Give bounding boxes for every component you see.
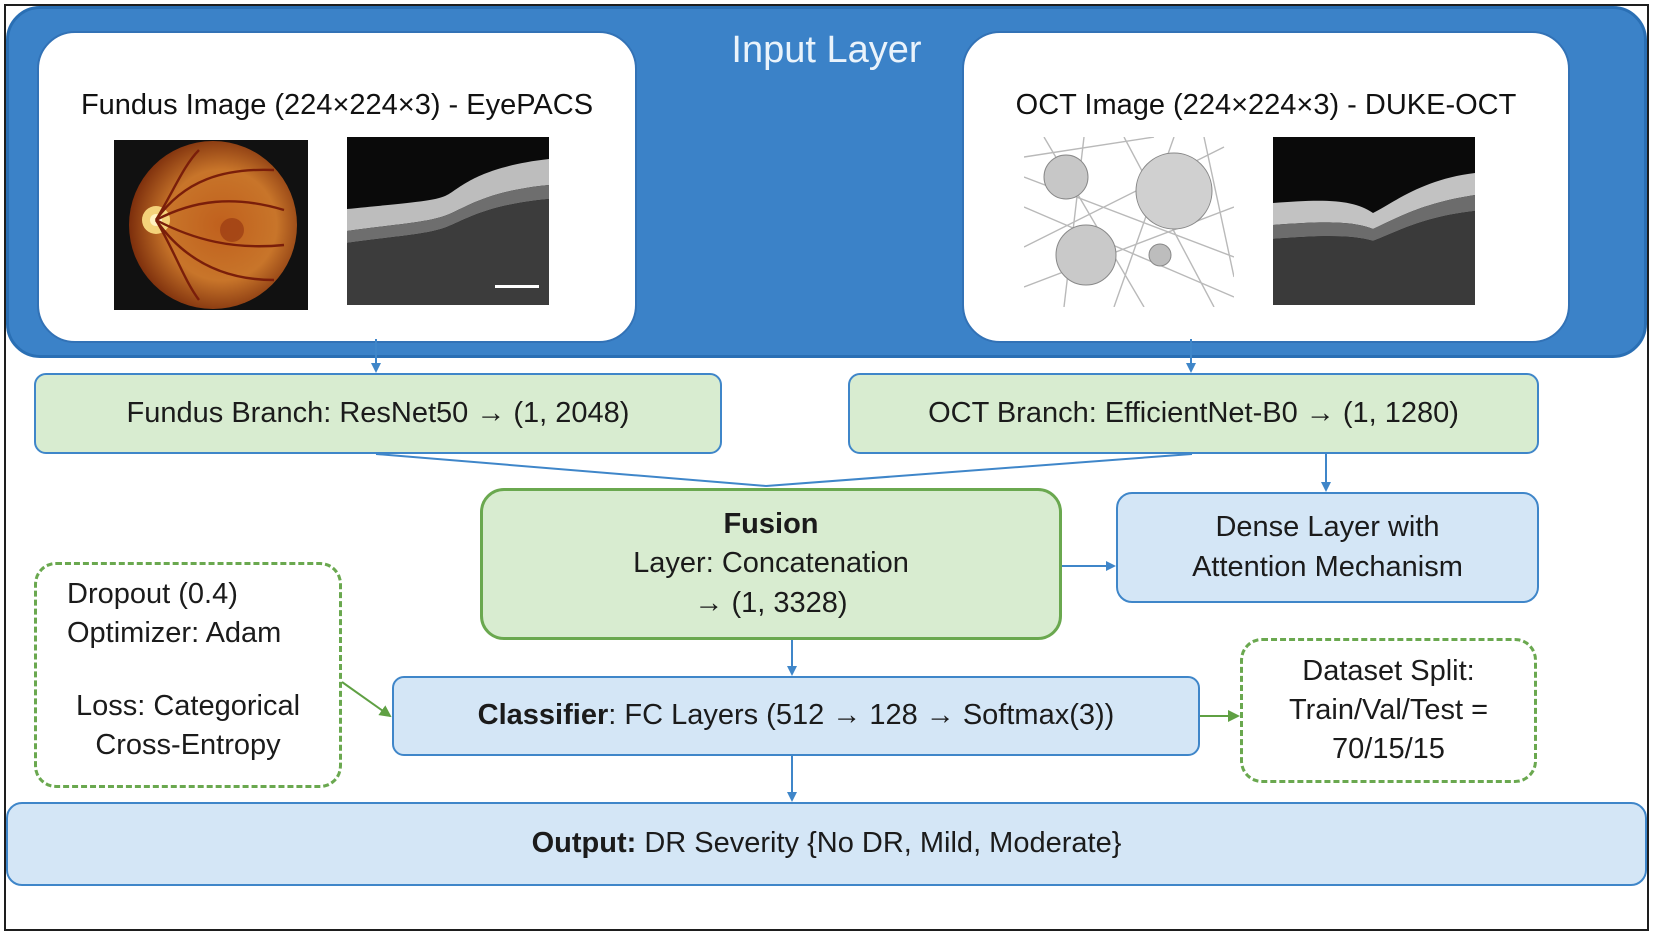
fundus-image-card: Fundus Image (224×224×3) - EyePACS <box>37 31 637 343</box>
output-box: Output: DR Severity {No DR, Mild, Modera… <box>6 802 1647 886</box>
output-title: Output: <box>531 827 637 860</box>
dataset-line1: Dataset Split: <box>1302 654 1475 687</box>
dataset-split-box: Dataset Split: Train/Val/Test = 70/15/15 <box>1240 638 1537 783</box>
line-oct-branch-to-fusion <box>765 453 1193 487</box>
fusion-box: Fusion Layer: Concatenation → (1, 3328) <box>480 488 1062 640</box>
input-layer-title: Input Layer <box>731 29 922 71</box>
oct-card-title: OCT Image (224×224×3) - DUKE-OCT <box>1015 89 1517 121</box>
dense-line1: Dense Layer with <box>1215 511 1440 544</box>
fusion-title: Fusion <box>723 508 819 541</box>
dense-line2: Attention Mechanism <box>1192 550 1463 583</box>
oct-branch-label: OCT Branch: EfficientNet-B0 → (1, 1280) <box>928 396 1459 429</box>
arrow-hyperparams-to-classifier <box>341 681 392 718</box>
connector-arrows <box>341 339 1331 802</box>
classifier-box: Classifier: FC Layers (512 → 128 → Softm… <box>392 676 1200 756</box>
fundus-photo <box>114 140 308 310</box>
optimizer-label: Optimizer: Adam <box>67 617 282 650</box>
dense-attention-box: Dense Layer with Attention Mechanism <box>1116 492 1539 603</box>
oct-scan <box>1273 137 1475 305</box>
oct-branch-box: OCT Branch: EfficientNet-B0 → (1, 1280) <box>848 373 1539 454</box>
input-layer-panel: Input Layer Fundus Image (224×224×3) - E… <box>6 6 1647 358</box>
classifier-detail: : FC Layers (512 → 128 → Softmax(3)) <box>608 699 1115 732</box>
output-detail: DR Severity {No DR, Mild, Moderate} <box>636 827 1122 860</box>
dropout-label: Dropout (0.4) <box>67 578 238 610</box>
line-fundus-branch-to-fusion <box>375 453 767 487</box>
fundus-oct-scan <box>347 137 549 305</box>
diagram-frame: Input Layer Fundus Image (224×224×3) - E… <box>4 4 1649 931</box>
dataset-line2: Train/Val/Test = <box>1288 693 1489 726</box>
loss-label-line1: Loss: Categorical <box>75 690 301 723</box>
classifier-title: Classifier <box>477 699 609 732</box>
fusion-line1: Layer: Concatenation <box>633 547 909 580</box>
dataset-line3: 70/15/15 <box>1332 733 1445 766</box>
oct-network-illustration <box>1024 137 1234 307</box>
fundus-branch-box: Fundus Branch: ResNet50 → (1, 2048) <box>34 373 722 454</box>
fundus-branch-label: Fundus Branch: ResNet50 → (1, 2048) <box>126 396 630 429</box>
hyperparameters-box: Dropout (0.4) Optimizer: Adam Loss: Cate… <box>34 562 342 788</box>
fundus-card-title: Fundus Image (224×224×3) - EyePACS <box>80 89 594 121</box>
fusion-line2: → (1, 3328) <box>694 586 848 619</box>
loss-label-line2: Cross-Entropy <box>95 729 281 762</box>
oct-image-card: OCT Image (224×224×3) - DUKE-OCT <box>962 31 1570 343</box>
